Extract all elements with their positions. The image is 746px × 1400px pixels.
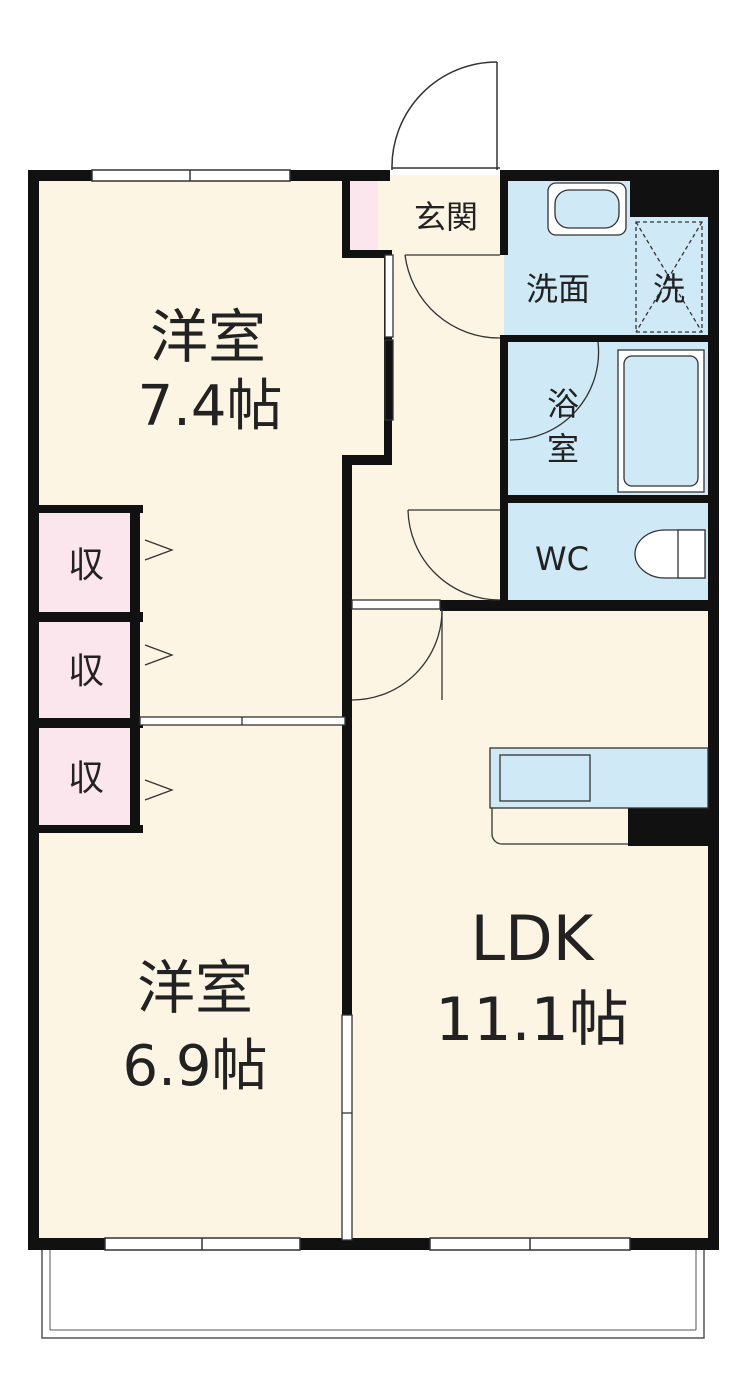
entrance-door[interactable] [391, 61, 500, 171]
windows [91, 169, 631, 1251]
kitchen-sink [499, 754, 591, 802]
entrance-label: 玄関 [414, 198, 478, 236]
western-room-north-size: 7.4帖 [137, 374, 282, 439]
storage-floor-2 [36, 620, 136, 720]
ldk-name: LDK [471, 902, 595, 975]
washer-pan [635, 221, 703, 333]
sliding-doors [139, 254, 441, 1241]
balcony [41, 1247, 705, 1339]
storage-label-3: 収 [68, 758, 104, 799]
storage-floor-3 [36, 728, 136, 828]
storage-floor-1 [36, 512, 136, 612]
sliding-door-north-room [384, 254, 394, 338]
wall-east [708, 170, 719, 1250]
sliding-door-ldk [341, 1014, 353, 1241]
ldk-size: 11.1帖 [435, 985, 629, 1055]
hall-door-arcs [351, 254, 600, 701]
storage-doors [144, 539, 174, 801]
toilet-label: WC [535, 540, 589, 578]
storage-label-2: 収 [68, 651, 104, 692]
floor-fills [36, 175, 714, 1244]
washroom-label: 洗面 [526, 270, 590, 308]
window-north [91, 169, 291, 182]
western-room-south-size: 6.9帖 [122, 1034, 267, 1099]
bathroom-label-2: 室 [547, 430, 579, 468]
labels: 洋室 7.4帖 洋室 6.9帖 LDK 11.1帖 玄関 洗面 洗 浴 室 WC… [68, 198, 685, 1099]
fixtures [489, 182, 709, 845]
ldk-floor [348, 604, 712, 1244]
bathroom-label-1: 浴 [547, 385, 579, 423]
western-room-south-name: 洋室 [137, 954, 253, 1022]
wall-west [28, 170, 39, 1250]
storage-label-1: 収 [68, 545, 104, 586]
western-room-north-name: 洋室 [150, 303, 266, 371]
shoe-closet-floor [348, 180, 378, 250]
washer-label: 洗 [653, 270, 685, 308]
entrance-floor [390, 182, 500, 252]
